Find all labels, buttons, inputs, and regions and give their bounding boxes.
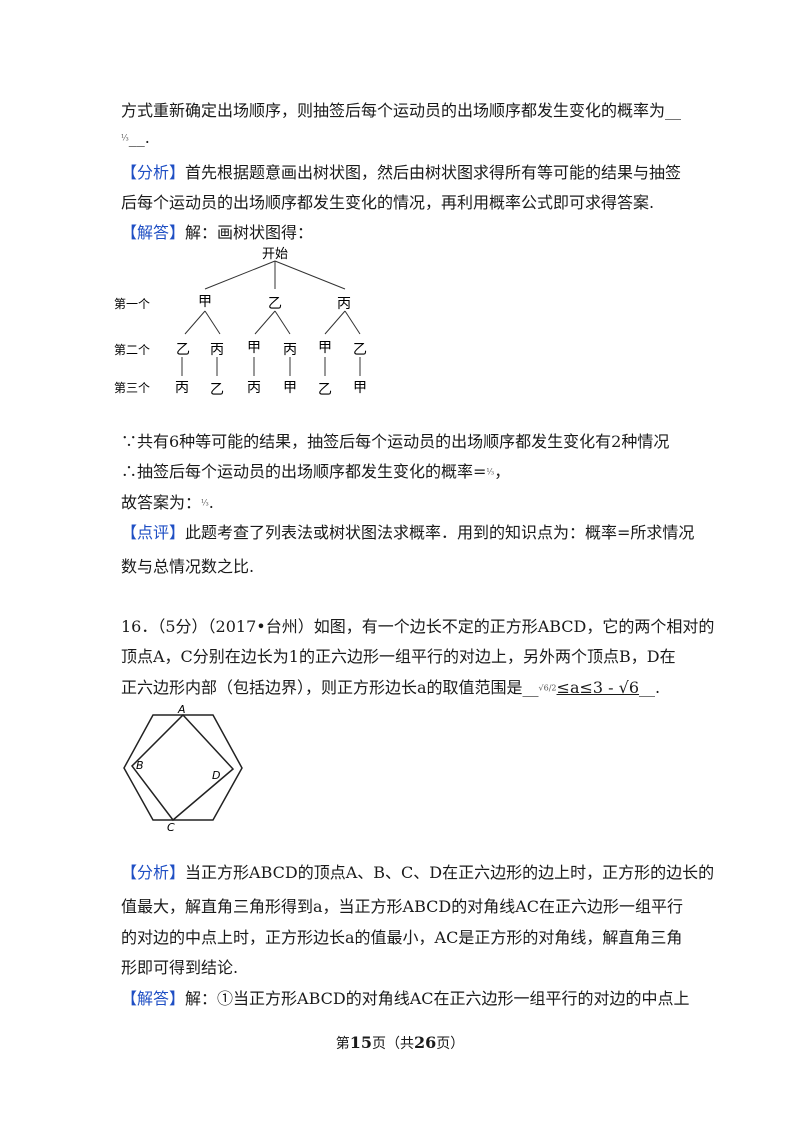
tree-node: 丙 bbox=[283, 342, 297, 358]
tree-diagram: 开始 第一个 第二个 第三个 甲 乙 丙 乙 丙 甲 丙 甲 乙 丙 乙 丙 甲… bbox=[114, 247, 367, 398]
page-footer: 第15页（共26页） bbox=[0, 1033, 800, 1053]
text: 当正方形ABCD的顶点A、B、C、D在正六边形的边上时，正方形的边长的 bbox=[185, 863, 715, 882]
text: ∵共有6种等可能的结果，抽签后每个运动员的出场顺序都发生变化有2种情况 bbox=[121, 432, 670, 451]
text-line: 顶点A，C分别在边长为1的正六边形一组平行的对边上，另外两个顶点B，D在 bbox=[121, 646, 676, 668]
tree-node: 丙 bbox=[210, 342, 224, 358]
footer-text: 第 bbox=[335, 1036, 350, 1052]
footer-text: 页） bbox=[436, 1036, 465, 1052]
text: __. bbox=[128, 128, 150, 147]
text-line: 数与总情况数之比. bbox=[121, 556, 254, 578]
tree-node: 甲 bbox=[198, 294, 212, 310]
answer-range: ≤a≤3 - √6 bbox=[556, 678, 640, 697]
tree-node: 甲 bbox=[283, 380, 297, 396]
comment-line: 【点评】此题考查了列表法或树状图法求概率．用到的知识点为：概率=所求情况 bbox=[121, 522, 694, 544]
text: 16．（5分）（2017•台州）如图，有一个边长不定的正方形ABCD，它的两个相… bbox=[121, 617, 715, 636]
tree-node: 乙 bbox=[353, 342, 367, 358]
page-number: 15 bbox=[349, 1033, 372, 1052]
fraction: ⅓ bbox=[201, 498, 209, 508]
question-line: 16．（5分）（2017•台州）如图，有一个边长不定的正方形ABCD，它的两个相… bbox=[121, 616, 714, 638]
vertex-label-a: A bbox=[177, 703, 186, 716]
tree-node: 乙 bbox=[176, 342, 190, 358]
answer-tag: 【解答】 bbox=[121, 223, 186, 242]
text: 顶点A，C分别在边长为1的正六边形一组平行的对边上，另外两个顶点B，D在 bbox=[121, 647, 676, 666]
text: 正六边形内部（包括边界），则正方形边长a的取值范围是__ bbox=[121, 678, 539, 697]
text-line: 值最大，解直角三角形得到a，当正方形ABCD的对角线AC在正六边形一组平行 bbox=[121, 896, 683, 918]
text: __. bbox=[639, 678, 661, 697]
text: 故答案为： bbox=[121, 493, 202, 512]
row-label: 第一个 bbox=[114, 297, 150, 311]
tree-node: 甲 bbox=[318, 340, 332, 356]
text: 值最大，解直角三角形得到a，当正方形ABCD的对角线AC在正六边形一组平行 bbox=[121, 897, 684, 916]
tree-node: 丙 bbox=[247, 380, 261, 396]
row-label: 第三个 bbox=[114, 381, 150, 395]
answer-line: 【解答】解：画树状图得： bbox=[121, 222, 313, 244]
tree-node: 甲 bbox=[247, 340, 261, 356]
text: 首先根据题意画出树状图，然后由树状图求得所有等可能的结果与抽签 bbox=[185, 163, 682, 182]
tree-node: 甲 bbox=[353, 380, 367, 396]
vertex-label-b: B bbox=[136, 759, 144, 772]
analysis-line: 【分析】首先根据题意画出树状图，然后由树状图求得所有等可能的结果与抽签 bbox=[121, 162, 681, 184]
text-line: 方式重新确定出场顺序，则抽签后每个运动员的出场顺序都发生变化的概率为__ bbox=[121, 100, 681, 122]
text: 此题考查了列表法或树状图法求概率．用到的知识点为：概率=所求情况 bbox=[185, 523, 695, 542]
text: 后每个运动员的出场顺序都发生变化的情况，再利用概率公式即可求得答案. bbox=[121, 193, 655, 212]
text: 解：画树状图得： bbox=[185, 223, 314, 242]
analysis-tag: 【分析】 bbox=[121, 163, 186, 182]
text-line: 正六边形内部（包括边界），则正方形边长a的取值范围是__√6/2≤a≤3 - √… bbox=[121, 677, 660, 700]
text-line: 故答案为：⅓. bbox=[121, 492, 214, 515]
tree-node: 乙 bbox=[210, 382, 224, 398]
text-line: ∴抽签后每个运动员的出场顺序都发生变化的概率=⅓， bbox=[121, 461, 510, 484]
vertex-label-c: C bbox=[167, 821, 175, 834]
fraction: ⅓ bbox=[121, 133, 129, 143]
text: 数与总情况数之比. bbox=[121, 557, 255, 576]
analysis-tag: 【分析】 bbox=[121, 863, 186, 882]
text-line: 形即可得到结论. bbox=[121, 957, 238, 979]
text-line: 后每个运动员的出场顺序都发生变化的情况，再利用概率公式即可求得答案. bbox=[121, 192, 654, 214]
tree-root: 开始 bbox=[262, 247, 288, 262]
footer-text: 页（共 bbox=[372, 1036, 414, 1052]
tree-node: 丙 bbox=[337, 296, 351, 312]
text: 解：①当正方形ABCD的对角线AC在正六边形一组平行的对边的中点上 bbox=[185, 989, 690, 1008]
analysis-line: 【分析】当正方形ABCD的顶点A、B、C、D在正六边形的边上时，正方形的边长的 bbox=[121, 862, 714, 884]
text-line: ⅓__. bbox=[121, 127, 150, 150]
answer-tag: 【解答】 bbox=[121, 989, 186, 1008]
fraction: √6/2 bbox=[538, 683, 557, 693]
answer-line: 【解答】解：①当正方形ABCD的对角线AC在正六边形一组平行的对边的中点上 bbox=[121, 988, 690, 1010]
tree-node: 乙 bbox=[268, 296, 282, 312]
text: ， bbox=[494, 462, 511, 481]
page-total: 26 bbox=[414, 1033, 437, 1052]
tree-node: 乙 bbox=[318, 382, 332, 398]
text: ∴抽签后每个运动员的出场顺序都发生变化的概率= bbox=[121, 462, 487, 481]
hexagon-square-figure: A B C D bbox=[123, 703, 243, 834]
text-line: 的对边的中点上时，正方形边长a的值最小，AC是正方形的对角线，解直角三角 bbox=[121, 927, 682, 949]
row-label: 第二个 bbox=[114, 343, 150, 357]
vertex-label-d: D bbox=[212, 769, 220, 782]
text: 形即可得到结论. bbox=[121, 958, 239, 977]
comment-tag: 【点评】 bbox=[121, 523, 186, 542]
tree-node: 丙 bbox=[175, 380, 189, 396]
fraction: ⅓ bbox=[486, 467, 495, 477]
text: 的对边的中点上时，正方形边长a的值最小，AC是正方形的对角线，解直角三角 bbox=[121, 928, 683, 947]
text: 方式重新确定出场顺序，则抽签后每个运动员的出场顺序都发生变化的概率为__ bbox=[121, 101, 682, 120]
text-line: ∵共有6种等可能的结果，抽签后每个运动员的出场顺序都发生变化有2种情况 bbox=[121, 431, 669, 453]
text: . bbox=[208, 493, 214, 512]
